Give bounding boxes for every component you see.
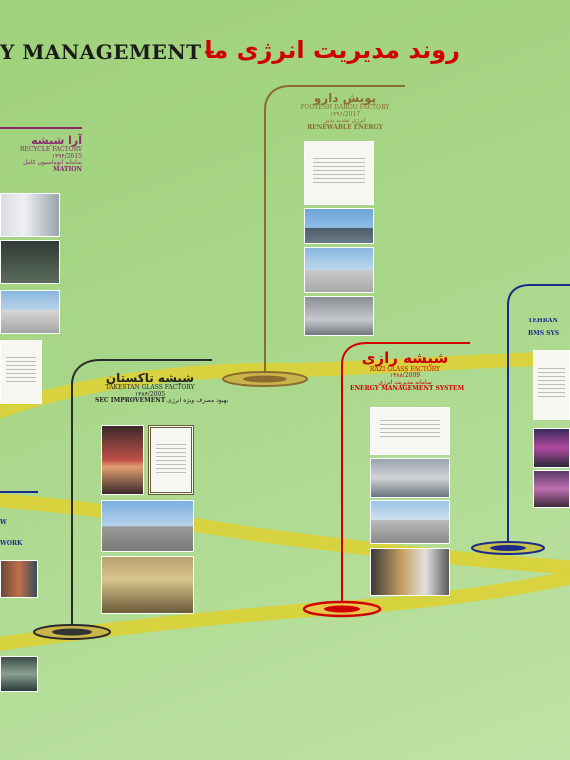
pooyesh-building-photo xyxy=(304,208,374,244)
pooyesh-farsi: پویش دارو xyxy=(313,91,377,105)
razi-date: ۱۳۸۸/2009 xyxy=(389,372,421,380)
takestan-english: TAKESTAN GLASS FACTORY xyxy=(105,384,195,392)
pooyesh-document-photo xyxy=(304,141,374,205)
pooyesh-english: POOYESH DAROU FACTORY xyxy=(300,104,390,112)
title-dash: – xyxy=(204,38,215,64)
title-english: Y MANAGEMENT xyxy=(0,40,202,64)
takestan-equipment-photo xyxy=(101,556,194,614)
connector-takestan xyxy=(71,359,212,632)
milestone-left-low-label: W WORK xyxy=(0,519,30,547)
title-farsi: روند مدیریت انرژی ما xyxy=(204,36,460,64)
connector-pooyesh xyxy=(264,85,405,378)
razi-subtitle: سامانه مدیریت انرژی xyxy=(378,378,432,386)
razi-farsi: شیشه رازی xyxy=(361,349,449,367)
takestan-tag: SEC IMPROVEMENT xyxy=(95,397,166,405)
takestan-building-photo xyxy=(101,500,194,552)
milestone-takestan-label: شیشه تاکستان TAKESTAN GLASS FACTORY ۱۳۸۴… xyxy=(95,371,228,405)
tehran-document-photo xyxy=(533,350,570,420)
ara-english: RECYCLE FACTORY xyxy=(20,146,82,154)
ara-building-photo xyxy=(0,290,60,334)
pooyesh-subtitle: انرژی تجدید پذیر xyxy=(324,117,366,125)
timeline-road-upper xyxy=(0,351,570,419)
tehran-english: TEHRAN xyxy=(528,318,558,324)
milestone-tehran-label: TEHRAN BMS SYS xyxy=(528,318,570,337)
timeline-road-middle xyxy=(0,493,570,575)
left-low-line1: W xyxy=(0,519,7,526)
razi-tag: ENERGY MANAGEMENT SYSTEM xyxy=(350,385,465,393)
page-title: Y MANAGEMENT – روند مدیریت انرژی ما xyxy=(0,36,570,68)
connector-tehran xyxy=(507,284,570,548)
takestan-certificate-photo xyxy=(148,425,194,495)
left-low-line2: WORK xyxy=(0,539,23,547)
pooyesh-date: ۱۳۹۶/2017 xyxy=(329,110,361,118)
left-low-pipes-photo xyxy=(0,560,38,598)
takestan-date: ۱۳۸۴/2005 xyxy=(134,390,166,398)
takestan-farsi: شیشه تاکستان xyxy=(105,371,195,385)
razi-equipment-photo xyxy=(370,548,450,596)
milestone-ara-label: آرا شیشه RECYCLE FACTORY ۱۳۹۴/2015 سامان… xyxy=(0,134,82,173)
milestone-razi-label: شیشه رازی RAZI GLASS FACTORY ۱۳۸۸/2009 س… xyxy=(350,349,465,393)
razi-building-photo xyxy=(370,500,450,544)
ara-scada-photo xyxy=(0,240,60,284)
pooyesh-interior-photo xyxy=(304,296,374,336)
razi-panel-photo xyxy=(370,458,450,498)
tehran-event-photo-2 xyxy=(533,470,570,508)
ara-tag: MATION xyxy=(53,165,82,173)
tehran-event-photo xyxy=(533,428,570,468)
tehran-tag: BMS SYS xyxy=(528,329,560,337)
ara-farsi: آرا شیشه xyxy=(31,134,82,147)
left-low-plant-photo xyxy=(0,656,38,692)
pooyesh-tag: RENEWABLE ENERGY xyxy=(307,123,383,131)
ara-panel-photo xyxy=(0,193,60,237)
takestan-furnace-photo xyxy=(101,425,144,495)
ara-document-photo xyxy=(0,340,42,404)
razi-english: RAZI GLASS FACTORY xyxy=(369,365,441,373)
connector-razi xyxy=(341,342,470,608)
milestone-pooyesh-label: پویش دارو POOYESH DAROU FACTORY ۱۳۹۶/201… xyxy=(300,91,390,132)
pooyesh-roof-photo xyxy=(304,247,374,293)
ara-subtitle: سامانه اتوماسیون کامل xyxy=(23,159,82,167)
ara-date: ۱۳۹۴/2015 xyxy=(51,152,82,160)
takestan-subtitle: بهبود مصرف ویژه انرژی xyxy=(167,397,229,405)
razi-document-photo xyxy=(370,407,450,455)
